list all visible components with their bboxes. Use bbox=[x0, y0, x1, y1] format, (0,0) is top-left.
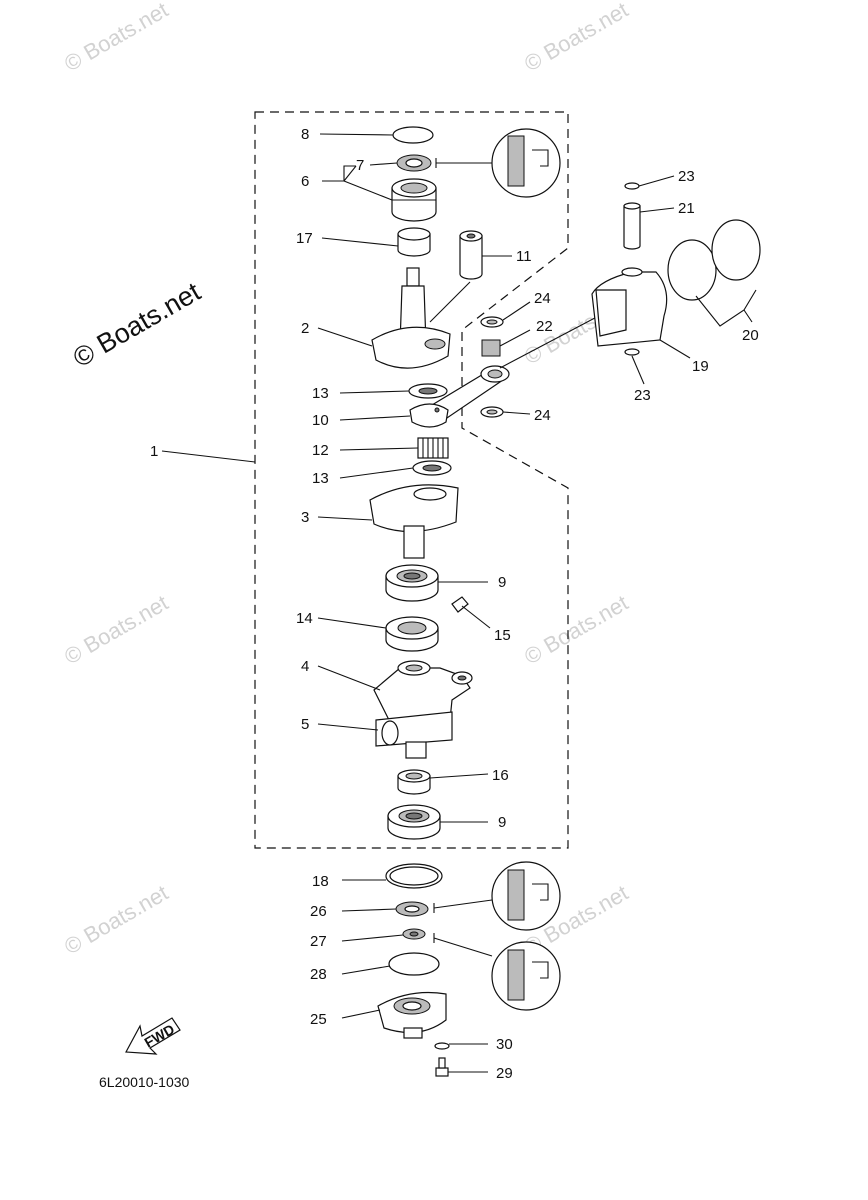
callout-label: 22 bbox=[536, 318, 553, 335]
callout-label: 27 bbox=[310, 933, 327, 950]
callout-label: 21 bbox=[678, 200, 695, 217]
callout-label: 16 bbox=[492, 767, 509, 784]
collar-part bbox=[397, 769, 431, 795]
leader-lines bbox=[161, 133, 757, 1073]
seal-detail-inset bbox=[435, 128, 561, 198]
oil-seal-part bbox=[396, 154, 432, 172]
crank-pin-part bbox=[459, 230, 483, 280]
thrust-washer-part bbox=[412, 460, 452, 476]
crankshaft-upper-part bbox=[371, 267, 471, 369]
piston-part bbox=[591, 267, 668, 347]
callout-label: 24 bbox=[534, 407, 551, 424]
washer-part bbox=[480, 316, 504, 328]
o-ring-part bbox=[388, 952, 440, 976]
callout-label: 12 bbox=[312, 442, 329, 459]
callout-label: 8 bbox=[301, 126, 309, 143]
washer-part bbox=[434, 1042, 450, 1050]
callout-label: 3 bbox=[301, 509, 309, 526]
callout-label: 2 bbox=[301, 320, 309, 337]
circlip-part bbox=[624, 182, 640, 190]
watermark-main: © Boats.net bbox=[68, 276, 206, 373]
forward-direction-arrow: FWD bbox=[125, 1017, 181, 1055]
callout-label: 9 bbox=[498, 814, 506, 831]
crankshaft-lower-part bbox=[369, 484, 459, 559]
callout-label: 7 bbox=[356, 157, 364, 174]
callout-label: 28 bbox=[310, 966, 327, 983]
diagram-code: 6L20010-1030 bbox=[99, 1074, 190, 1090]
callout-label: 14 bbox=[296, 610, 313, 627]
watermark: © Boats.net bbox=[520, 0, 632, 76]
ball-bearing-part bbox=[387, 804, 441, 840]
callout-label: 17 bbox=[296, 230, 313, 247]
watermark: © Boats.net bbox=[60, 590, 172, 669]
watermark: © Boats.net bbox=[520, 590, 632, 669]
callout-label: 1 bbox=[150, 443, 158, 460]
oil-seal-part bbox=[395, 901, 429, 917]
callout-label: 13 bbox=[312, 385, 329, 402]
callout-label: 25 bbox=[310, 1011, 327, 1028]
callout-label: 18 bbox=[312, 873, 329, 890]
circlip-part bbox=[624, 348, 640, 356]
callout-label: 10 bbox=[312, 412, 329, 429]
washer-part bbox=[480, 406, 504, 418]
callout-label: 13 bbox=[312, 470, 329, 487]
callout-label: 30 bbox=[496, 1036, 513, 1053]
lower-housing-part bbox=[377, 991, 447, 1039]
thrust-washer-part bbox=[408, 383, 448, 399]
callout-label: 23 bbox=[634, 387, 651, 404]
lower-o-ring-part bbox=[385, 863, 443, 889]
callout-label: 26 bbox=[310, 903, 327, 920]
seal-housing-part bbox=[385, 616, 439, 652]
lower-bearing-housing-part bbox=[373, 660, 473, 723]
callout-label: 4 bbox=[301, 658, 309, 675]
watermark: © Boats.net bbox=[60, 880, 172, 959]
callout-label: 5 bbox=[301, 716, 309, 733]
callout-label: 6 bbox=[301, 173, 309, 190]
needle-bearing-small-part bbox=[481, 339, 501, 357]
piston-pin-part bbox=[623, 202, 641, 250]
oil-seal-small-part bbox=[402, 928, 426, 940]
connecting-rod-part bbox=[409, 309, 611, 428]
callout-label: 11 bbox=[516, 248, 532, 265]
callout-label: 9 bbox=[498, 574, 506, 591]
callout-label: 29 bbox=[496, 1065, 513, 1082]
callout-label: 23 bbox=[678, 168, 695, 185]
o-ring-part bbox=[392, 126, 434, 144]
bolt-part bbox=[435, 1057, 449, 1077]
seal-detail-inset bbox=[433, 861, 561, 931]
bushing-part bbox=[397, 227, 431, 257]
ball-bearing-part bbox=[385, 564, 439, 602]
bearing-housing-part bbox=[391, 178, 437, 222]
seal-detail-inset bbox=[433, 933, 561, 1011]
callout-label: 20 bbox=[742, 327, 759, 344]
watermark: © Boats.net bbox=[60, 0, 172, 76]
callout-label: 15 bbox=[494, 627, 511, 644]
crank-output-part bbox=[375, 711, 453, 759]
assembly-boundary bbox=[254, 111, 569, 849]
needle-bearing-part bbox=[417, 437, 449, 459]
piston-ring-part bbox=[667, 219, 761, 301]
callout-labels: 1 2 3 4 5 6 7 8 9 9 10 11 12 13 13 14 15… bbox=[150, 126, 759, 1082]
callout-label: 19 bbox=[692, 358, 709, 375]
dowel-pin-part bbox=[451, 596, 469, 613]
callout-label: 24 bbox=[534, 290, 551, 307]
